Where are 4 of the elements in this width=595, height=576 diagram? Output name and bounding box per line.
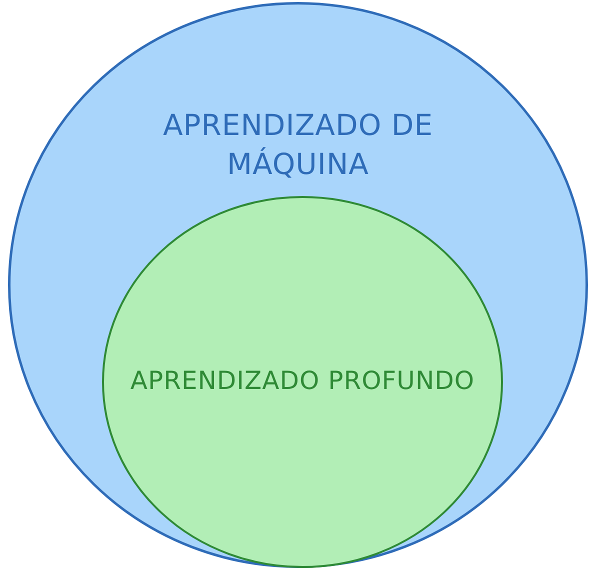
outer-circle bbox=[8, 2, 588, 568]
circle-label: APRENDIZADO DE MÁQUINA bbox=[162, 107, 434, 184]
inner-circle bbox=[102, 196, 503, 568]
circle-label: APRENDIZADO PROFUNDO bbox=[129, 365, 476, 397]
